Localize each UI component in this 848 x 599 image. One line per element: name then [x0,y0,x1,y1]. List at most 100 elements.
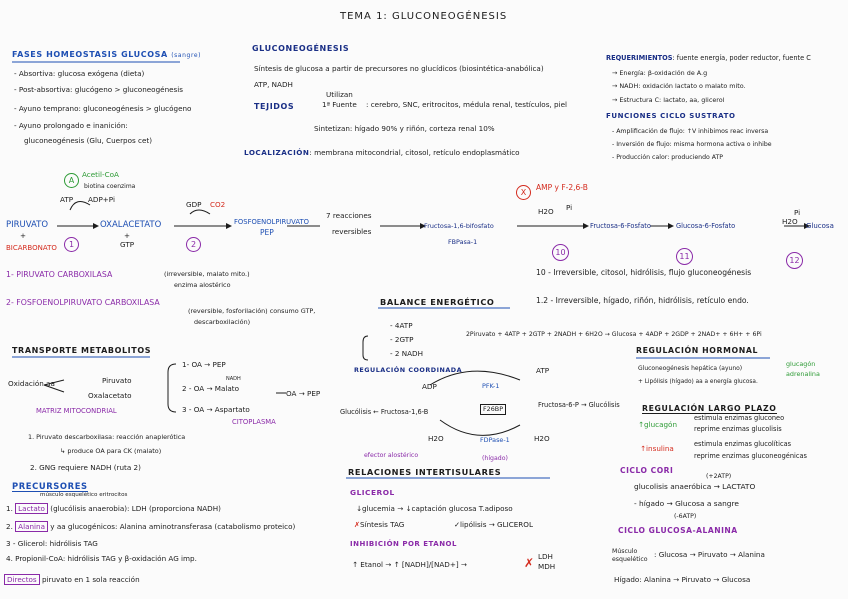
coord-heading: REGULACIÓN COORDINADA [354,366,463,374]
coord-f6p: Fructosa-6-P → Glucólisis [538,401,620,409]
h2o-1: H2O [538,207,554,216]
enzyme-1: 1- PIRUVATO CARBOXILASA [6,270,113,279]
enzyme-2: 2- FOSFOENOLPIRUVATO CARBOXILASA [6,298,160,307]
balance-equation: 2Piruvato + 4ATP + 2GTP + 2NADH + 6H2O →… [466,331,762,338]
localizacion: LOCALIZACIÓN: membrana mitocondrial, cit… [244,148,520,157]
fases-item: - Ayuno temprano: gluconeogénesis > gluc… [14,104,192,113]
reaction-12: 1.2 - Irreversible, hígado, riñón, hidró… [536,296,749,305]
transp-oxalacetato: Oxalacetato [88,391,132,400]
page-title: TEMA 1: GLUCONEOGÉNESIS [340,11,508,22]
coord-pfk: PFK-1 [482,382,500,390]
etanol-mdh: MDH [538,562,556,571]
alanina-heading: CICLO GLUCOSA-ALANINA [618,526,738,535]
gdp: GDP [186,200,202,209]
precursor-directos: Directos piruvato en 1 sola reacción [4,574,140,585]
enzyme-2-note2: descarboxilación) [194,318,251,326]
funciones-heading: FUNCIONES CICLO SUSTRATO [606,112,736,120]
alanina-m-text: : Glucosa → Piruvato → Alanina [654,550,765,559]
acetil-coa: Acetil-CoA [82,170,119,179]
largo-g1: estimula enzimas gluconeo [694,414,785,422]
pep-short: PEP [260,228,274,237]
f16bp-node: Fructosa-1,6-bifosfato [424,222,494,230]
step-12-badge: 12 [786,248,803,269]
cori-heading: CICLO CORI [620,466,674,475]
glicerol-2: ✗Síntesis TAG [354,520,405,529]
gng-heading: GLUCONEOGÉNESIS [252,44,350,53]
co2: CO2 [210,200,226,209]
precursor-alanina: 2. Alanina y aa glucogénicos: Alanina am… [6,521,296,532]
g6p-node: Glucosa-6-Fosfato [676,222,736,230]
etanol-line: ↑ Etanol → ↑ [NADH]/[NAD+] → [352,560,467,569]
largo-insulina: ↑insulina [640,444,674,453]
bicarbonato-node: BICARBONATO [6,244,57,252]
oxidacion-aa: Oxidación aa [8,379,55,388]
nadh-note: NADH [226,376,241,382]
route-3: 3 - OA → Aspartato [182,405,250,414]
inhibitor-x-icon: X [516,180,531,200]
req-item: → NADH: oxidación lactato o malato mito. [612,82,746,90]
hormonal-adrenalina: adrenalina [786,370,820,378]
arrow-gdp [189,209,211,215]
precursores-heading: PRECURSORES [12,481,88,492]
route-2: 2 - OA → Malato [182,384,239,393]
cori-line-1: glucolisis anaeróbica → LACTATO [634,482,756,491]
hormonal-heading: REGULACIÓN HORMONAL [636,346,759,355]
seven-reactions: 7 reacciones [326,211,372,220]
glicerol-3: ✓lipólisis → GLICEROL [454,520,533,529]
coord-f26bp: F26BP [480,404,507,415]
alanina-higado: Hígado: Alanina → Piruvato → Glucosa [614,575,751,584]
transp-note-2: 2. GNG requiere NADH (ruta 2) [30,463,141,472]
route-1: 1- OA → PEP [182,360,226,369]
hormonal-line-2: + Lipólisis (hígado) aa a energía glucos… [638,379,758,385]
balance-item: - 2 NADH [390,349,423,358]
largo-i2: reprime enzimas gluconeogénicas [694,452,807,460]
interorg-heading: RELACIONES INTERTISULARES [348,467,502,477]
oxalacetato-node: OXALACETATO [100,220,162,230]
hormonal-glucagon: glucagón [786,360,816,368]
f6p-node: Fructosa-6-Fosfato [590,222,651,230]
precursor-glicerol: 3 - Glicerol: hidrólisis TAG [6,539,98,548]
etanol-ldh: LDH [538,552,553,561]
enzyme-2-note: (reversible, fosforilación) consumo GTP, [188,307,316,315]
largo-glucagon: ↑glucagón [638,420,678,429]
pi-2: Pi [794,208,801,217]
coord-h2o-r: H2O [534,434,550,443]
arrow-atp [69,200,91,211]
transporte-heading: TRANSPORTE METABOLITOS [12,346,152,355]
adp-1: ADP+Pi [88,195,115,204]
fases-item: - Post-absortiva: glucógeno > gluconeogé… [14,85,184,94]
step-10-badge: 10 [552,240,569,261]
enzyme-1-note2: enzima alostérico [174,281,231,289]
largo-g2: reprime enzimas glucolisis [694,425,782,433]
fbpasa: FBPasa-1 [448,238,478,246]
tejidos-label: TEJIDOS [254,102,295,111]
fases-heading: FASES HOMEOSTASIS GLUCOSA (sangre) [12,50,202,59]
transp-piruvato: Piruvato [102,376,132,385]
precursor-propionil: 4. Propionil-CoA: hidrólisis TAG y β-oxi… [6,554,197,563]
largo-heading: REGULACIÓN LARGO PLAZO [642,404,777,414]
pi-1: Pi [566,203,573,212]
glucosa-node: Glucosa [806,222,834,230]
h2o-2: H2O [782,217,798,226]
gtp-1: GTP [120,240,135,249]
balance-item: - 2GTP [390,335,414,344]
func-item: - Producción calor: produciendo ATP [612,154,724,161]
step-11-badge: 11 [676,244,693,265]
coord-atp: ATP [536,366,550,375]
piruvato-node: PIRUVATO [6,220,49,230]
gng-atp: ATP, NADH [254,80,293,89]
pep-label: FOSFOENOLPIRUVATO [234,218,309,226]
transp-note-1b: ↳ produce OA para CK (malato) [60,447,162,455]
cori-minus: (-6ATP) [674,513,697,520]
precursor-lactato: 1. Lactato (glucólisis anaerobia): LDH (… [6,503,221,514]
alanina-musculo: Músculo esquelético [612,548,648,563]
req-item: → Estructura C: lactato, aa, glicerol [612,96,725,104]
coord-higado: (hígado) [482,455,508,462]
gng-definition: Síntesis de glucosa a partir de precurso… [254,64,544,73]
hormonal-line-1: Gluconeogénesis hepática (ayuno) [638,365,743,372]
balance-heading: BALANCE ENERGÉTICO [380,297,495,307]
fases-item: - Absortiva: glucosa exógena (dieta) [14,69,145,78]
transp-note-1: 1. Piruvato descarboxilasa: reacción ana… [28,433,186,441]
amp-f26b: AMP y F-2,6-B [536,183,588,192]
activator-a-icon: A [64,168,79,188]
